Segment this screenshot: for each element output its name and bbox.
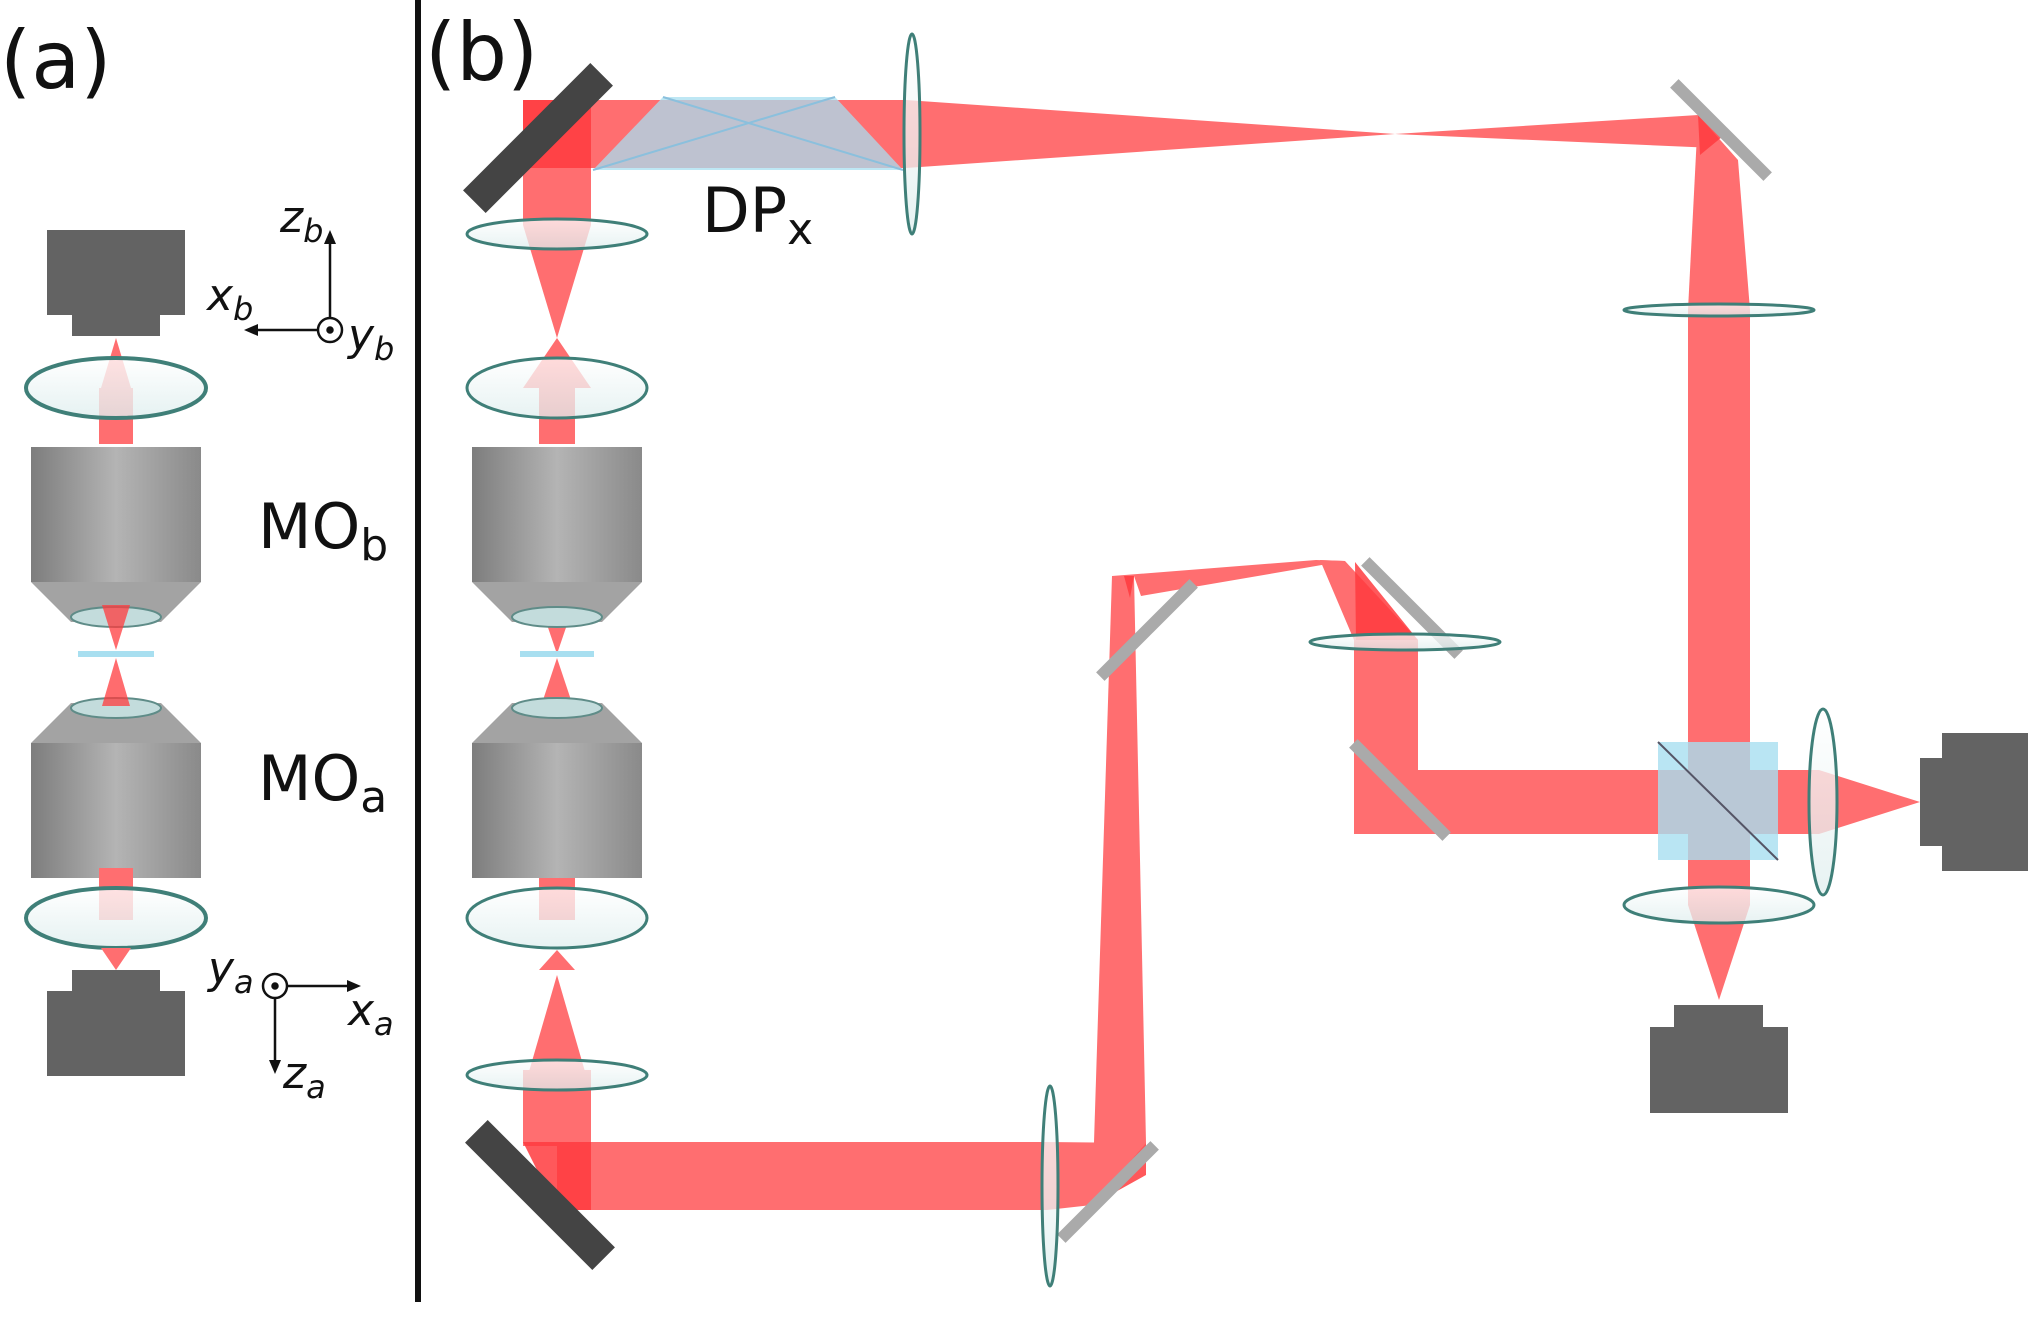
lens [24,356,208,420]
camera-bottom-right [1650,1005,1788,1113]
camera-right [1920,733,2028,871]
mirror-light [1057,79,1772,1243]
axes-a [261,972,361,1074]
beam-splitter [1657,741,1779,861]
panel-b [463,32,2028,1288]
sample-slide [78,651,154,657]
axis-a-x-label: xa [346,985,394,1043]
objective-bottom-label: MOa [258,742,387,823]
beam-cone [102,605,130,650]
panel-a-label: (a) [0,14,111,107]
lens [24,886,208,950]
objective-bottom [30,697,202,879]
panel-b-label: (b) [425,6,538,99]
camera-top [47,230,185,336]
mirror-dark [463,63,615,1270]
dove-prism [592,96,904,171]
objective-top [471,446,643,628]
axis-b-x-label: xb [205,270,253,328]
axis-b-y-label: yb [346,310,394,368]
sample-slide [520,651,594,657]
lens [465,32,1839,1288]
beam-cone [101,948,131,970]
objective-top [30,446,202,628]
axis-a-y-label: ya [206,943,254,1001]
beam-cone [102,658,130,706]
axes-b [244,230,344,344]
axis-b-z-label: zb [279,192,323,250]
panel-a [24,230,361,1076]
objective-bottom [471,697,643,879]
camera-bottom [47,970,185,1076]
axis-a-z-label: za [282,1048,326,1106]
prism-label: DPx [702,174,813,255]
objective-top-label: MOb [258,490,388,571]
